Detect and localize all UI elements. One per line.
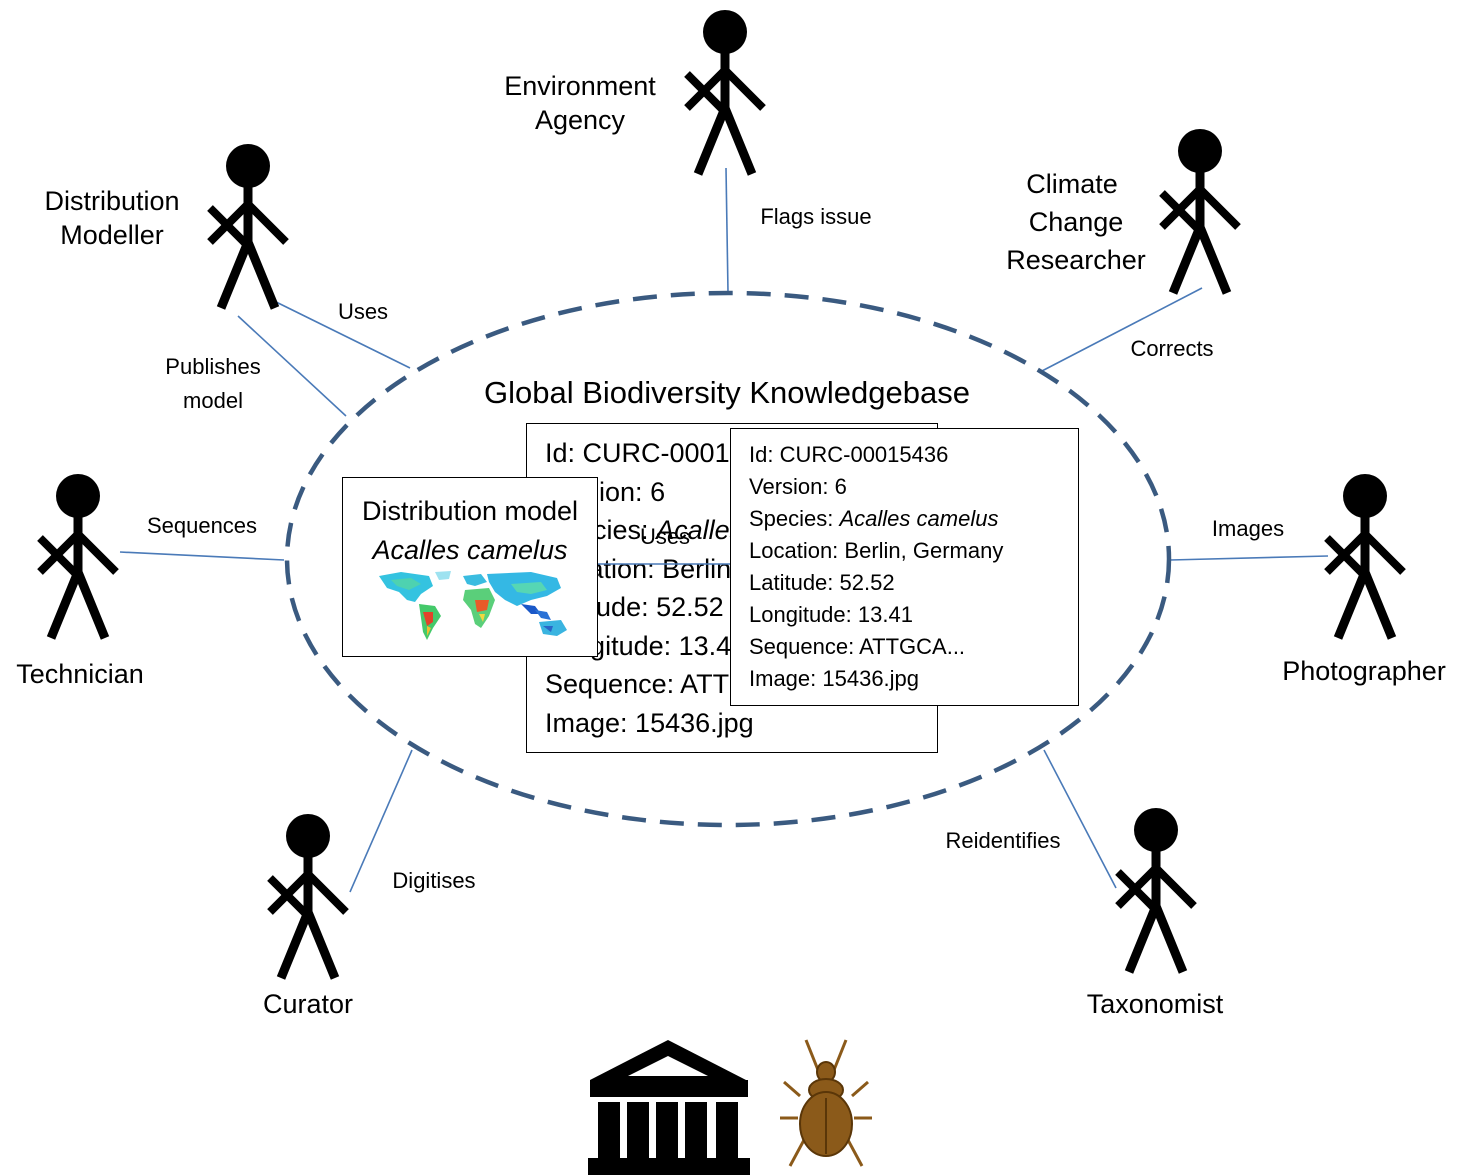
field-label: Id: [545,438,583,468]
actor-label-photographer: Photographer [1266,655,1462,689]
connector-publishes-model [237,315,347,417]
actor-figure-technician [40,474,116,638]
field-label: Longitude: [749,602,858,627]
record-row-image: Image: 15436.jpg [545,704,919,743]
field-value: 15436.jpg [822,666,920,691]
relation-label-line: Publishes [165,354,261,379]
record-row-sequence: Sequence: ATTGCA... [749,631,1060,663]
relation-label-line: model [183,388,243,413]
connector-reidentifies [1043,749,1117,889]
field-value: 52.52 [656,592,724,622]
field-value: 13.41 [857,602,913,627]
actor-figure-environment-agency [687,10,763,174]
field-label: Species: [749,506,840,531]
connector-lines [119,167,1329,893]
relation-label-sequences: Sequences [146,513,258,538]
record-card-front: Id: CURC-00015436 Version: 6 Species: Ac… [730,428,1079,706]
relation-label-uses: Uses [337,299,389,324]
actor-label-climate-change-researcher: Climate Change Researcher [978,165,1174,279]
connector-flags-issue [725,167,729,293]
field-value: ATTGCA... [859,634,966,659]
relation-label-publishes-model: Publishes model [148,350,278,418]
field-label: Location: [749,538,845,563]
world-heatmap-icon [379,571,567,640]
relation-label-images: Images [1211,516,1285,541]
field-value: 52.52 [839,570,895,595]
knowledgebase-title: Global Biodiversity Knowledgebase [484,375,970,410]
actor-label-line: Agency [534,104,626,135]
actor-label-line: Climate [1026,169,1118,199]
record-row-longitude: Longitude: 13.41 [749,599,1060,631]
actor-label-line: Photographer [1282,656,1446,686]
field-label: Sequence: [749,634,860,659]
distribution-model-card: Distribution model Acalles camelus [342,477,598,657]
field-value: 15436.jpg [635,707,754,738]
connector-images [1169,555,1329,561]
record-row-version: Version: 6 [749,471,1060,503]
field-value: 6 [650,476,666,507]
actor-label-line: Taxonomist [1086,989,1224,1019]
actor-label-line: Modeller [60,219,164,250]
field-label: Version: [749,474,835,499]
field-value: CURC-00015436 [779,442,949,467]
field-label: Image: [749,666,823,691]
relation-label-digitises: Digitises [392,868,476,893]
actor-label-distribution-modeller: Distribution Modeller [12,185,212,253]
record-row-latitude: Latitude: 52.52 [749,567,1060,599]
actor-figure-taxonomist [1118,808,1194,972]
actor-label-line: Environment [504,71,656,101]
model-card-species: Acalles camelus [372,535,568,565]
field-label: Latitude: [749,570,840,595]
knowledgebase-ellipse [284,290,1172,828]
relation-label-reidentifies: Reidentifies [945,828,1061,853]
model-card-heading: Distribution model [361,496,579,526]
record-row-image: Image: 15436.jpg [749,663,1060,695]
record-row-location: Location: Berlin, Germany [749,535,1060,567]
field-label: Sequence: [545,669,681,699]
museum-pediment [628,1056,708,1076]
actor-figure-curator [270,814,346,978]
actor-label-line: Technician [16,659,144,689]
actor-label-technician: Technician [0,658,160,692]
field-value: Berlin, Germany [844,538,1004,563]
connector-uses [267,297,411,369]
connector-sequences [119,551,285,561]
connector-model-record [598,563,730,565]
actor-label-line: Curator [262,989,354,1019]
actor-label-line: Researcher [1006,245,1146,275]
field-value: Acalles camelus [839,506,999,531]
connector-digitises [349,749,413,893]
field-value: 6 [834,474,847,499]
actor-label-taxonomist: Taxonomist [1060,988,1250,1022]
relation-label-uses-model: Uses [639,524,691,549]
record-row-species: Species: Acalles camelus [749,503,1060,535]
actor-label-line: Change [1028,207,1124,237]
actor-label-environment-agency: Environment Agency [480,70,680,138]
field-label: Id: [749,442,780,467]
relation-label-corrects: Corrects [1130,336,1214,361]
field-label: Image: [545,707,636,738]
actor-label-line: Distribution [44,186,180,216]
actor-figure-distribution-modeller [210,144,286,308]
actor-figure-photographer [1327,474,1403,638]
record-row-id: Id: CURC-00015436 [749,439,1060,471]
beetle-icon [780,1039,872,1167]
relation-label-flags-issue: Flags issue [760,204,872,229]
actor-label-curator: Curator [228,988,388,1022]
connector-corrects [1039,287,1203,373]
